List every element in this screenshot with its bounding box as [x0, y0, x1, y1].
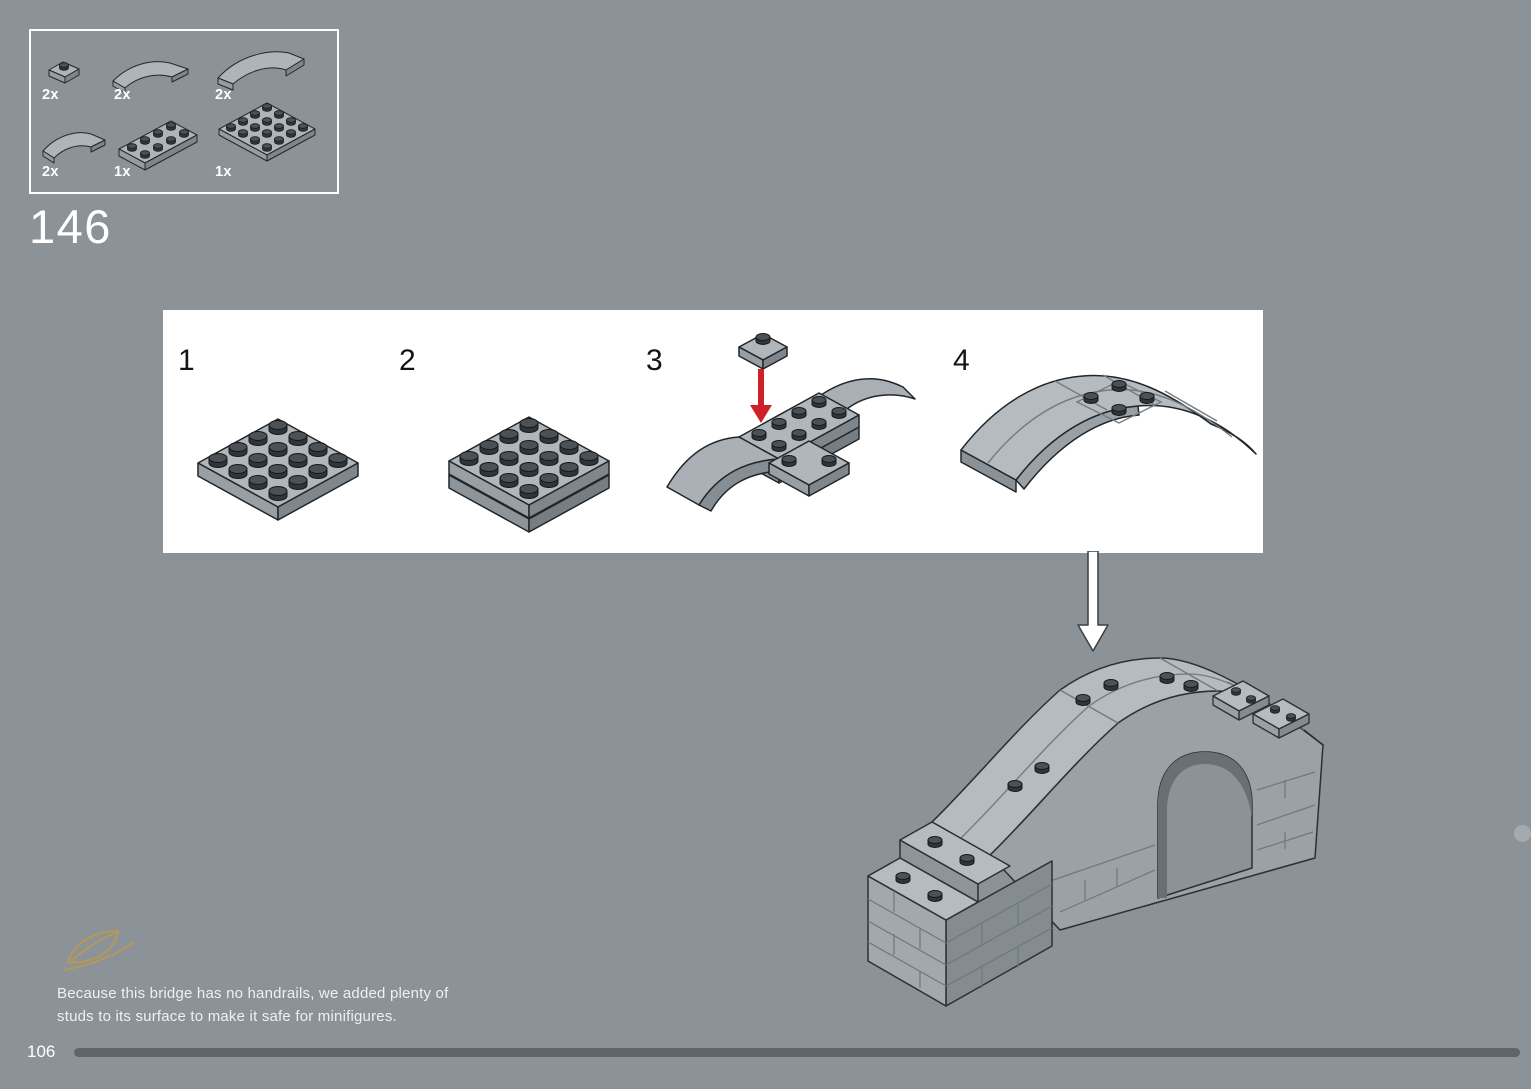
- substep-4-label: 4: [953, 344, 970, 377]
- qty-label: 1x: [114, 164, 131, 180]
- parts-inventory-box: 2x 2x 2x 2x: [29, 29, 339, 194]
- part-plate-4x4-thumbnail: [218, 102, 316, 162]
- substep-3-diagram: [666, 333, 916, 512]
- substep-1-label: 1: [178, 344, 195, 377]
- qty-label: 1x: [215, 164, 232, 180]
- assembly-down-arrow-icon: [1077, 551, 1109, 652]
- edge-dot: [1514, 825, 1531, 842]
- note-line-2: studs to its surface to make it safe for…: [57, 1008, 397, 1025]
- placement-arrow-icon: [750, 369, 772, 423]
- substep-3-label: 3: [646, 344, 663, 377]
- laurel-leaf-icon: [63, 929, 135, 971]
- qty-label: 2x: [215, 87, 232, 103]
- substep-2-diagram: [448, 416, 610, 533]
- qty-label: 2x: [42, 87, 59, 103]
- part-plate-1x2-jumper-thumbnail: [48, 61, 80, 84]
- bridge-model-render: [867, 657, 1324, 1007]
- substep-1-diagram: [197, 418, 359, 521]
- part-slope-curved-thumbnail: [42, 132, 106, 164]
- step-number: 146: [29, 200, 112, 253]
- note-line-1: Because this bridge has no handrails, we…: [57, 985, 449, 1002]
- substep-2-label: 2: [399, 344, 416, 377]
- part-slope-curved-thumbnail: [112, 61, 189, 94]
- substep-panel: 1 2 3 4: [163, 310, 1263, 553]
- progress-bar: [74, 1048, 1520, 1057]
- page-number: 106: [27, 1042, 56, 1061]
- part-slope-curved-large-thumbnail: [217, 51, 305, 91]
- qty-label: 2x: [42, 164, 59, 180]
- note-text: Because this bridge has no handrails, we…: [57, 982, 448, 1028]
- substep-4-diagram: [960, 374, 1257, 493]
- qty-label: 2x: [114, 87, 131, 103]
- part-plate-2x4-thumbnail: [118, 120, 198, 171]
